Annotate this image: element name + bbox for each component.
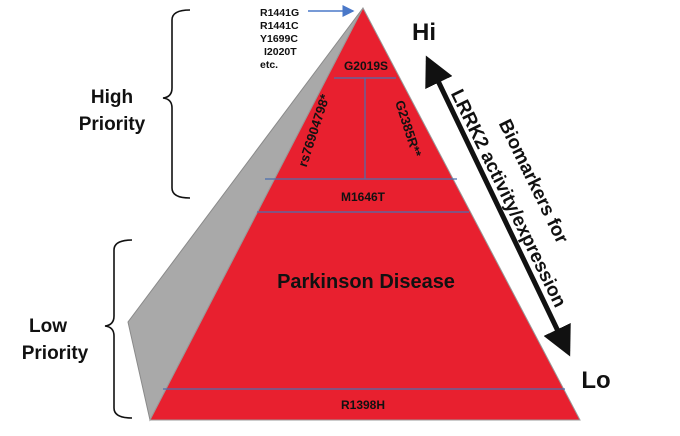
low-priority-brace <box>104 239 133 419</box>
low-priority-label-line2: Priority <box>22 343 89 364</box>
axis-lo-label: Lo <box>581 367 610 394</box>
low-priority-label-line1: Low <box>29 316 67 337</box>
variant-item: R1441G <box>260 7 299 19</box>
axis-hi-label: Hi <box>412 19 436 46</box>
variant-item: I2020T <box>264 46 297 58</box>
tier-label-disease: Parkinson Disease <box>277 271 455 293</box>
tier-label-middle: M1646T <box>341 190 386 204</box>
tier-label-base: R1398H <box>341 398 385 412</box>
top-variants-list: R1441G R1441C Y1699C I2020T etc. <box>260 7 299 71</box>
variant-item: R1441C <box>260 20 299 32</box>
hi-lo-double-arrow <box>425 55 571 357</box>
high-priority-label-line2: Priority <box>79 114 146 135</box>
variant-item: Y1699C <box>260 33 298 45</box>
variant-item: etc. <box>260 59 278 71</box>
tier-label-apex: G2019S <box>344 59 388 73</box>
high-priority-label-line1: High <box>91 87 133 108</box>
high-priority-brace <box>162 9 191 199</box>
